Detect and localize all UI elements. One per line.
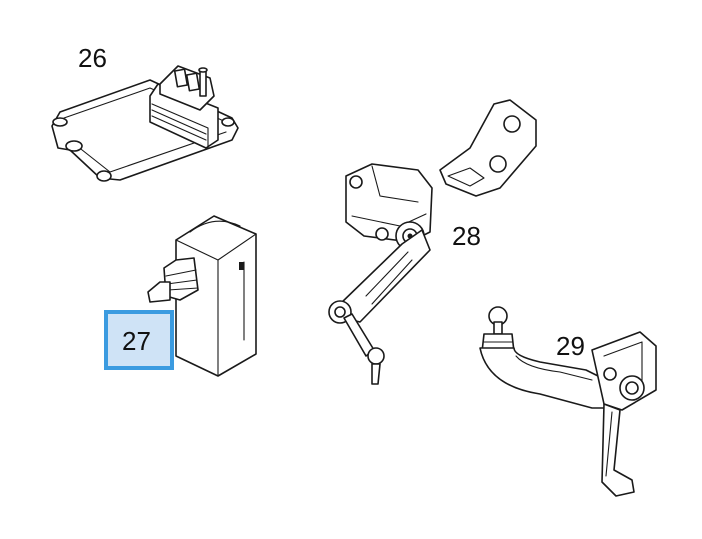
part-29-label: 29 — [556, 331, 585, 361]
part-27-highlight-box — [104, 310, 174, 370]
part-28-level-sensor[interactable] — [328, 99, 537, 385]
part-27-actuator[interactable] — [147, 215, 257, 377]
part-26-control-module[interactable] — [51, 65, 239, 182]
part-27-label: 27 — [122, 326, 151, 356]
part-29-bracket[interactable] — [479, 306, 657, 497]
part-26-label: 26 — [78, 43, 107, 73]
part-28-label: 28 — [452, 221, 481, 251]
